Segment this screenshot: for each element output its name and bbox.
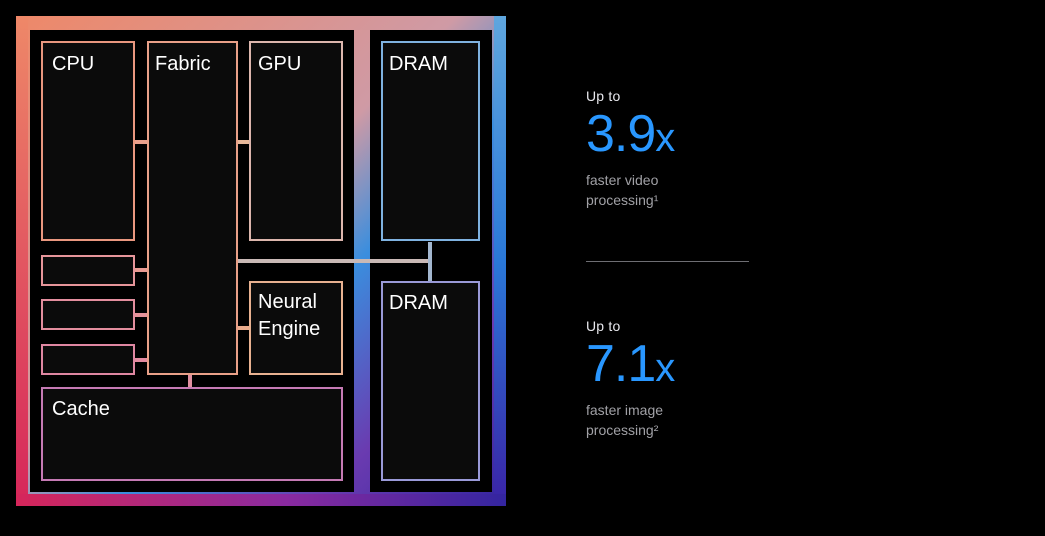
stat-video: Up to 3.9x faster video processing¹ xyxy=(586,88,786,210)
block-cpu: CPU xyxy=(41,41,135,241)
stat-prefix: Up to xyxy=(586,88,621,104)
label-cpu: CPU xyxy=(52,53,94,75)
label-neural-line1: Neural xyxy=(258,291,317,313)
block-small-2 xyxy=(41,299,135,330)
label-neural-line2: Engine xyxy=(258,318,320,340)
stat-image: Up to 7.1x faster image processing² xyxy=(586,318,786,440)
stat-prefix: Up to xyxy=(586,318,621,334)
label-gpu: GPU xyxy=(258,53,301,75)
label-dram-top: DRAM xyxy=(389,53,448,75)
stat-description: faster video processing¹ xyxy=(586,170,786,210)
block-dram-top: DRAM xyxy=(381,41,480,241)
block-cache: Cache xyxy=(41,387,343,481)
stat-unit: x xyxy=(655,346,676,390)
stat-value: 3.9x xyxy=(586,108,786,164)
stat-value: 7.1x xyxy=(586,338,786,394)
block-dram-bottom: DRAM xyxy=(381,281,480,481)
stat-desc-line1: faster video xyxy=(586,172,659,188)
label-dram-bottom: DRAM xyxy=(389,292,448,314)
stat-unit: x xyxy=(655,116,676,160)
block-neural-engine: Neural Engine xyxy=(249,281,343,375)
connectors xyxy=(134,140,432,388)
label-fabric: Fabric xyxy=(155,53,211,75)
block-small-1 xyxy=(41,255,135,286)
block-fabric: Fabric xyxy=(147,41,238,375)
label-cache: Cache xyxy=(52,398,110,420)
stat-desc-line2: processing² xyxy=(586,422,659,438)
stat-desc-line1: faster image xyxy=(586,402,664,418)
block-small-3 xyxy=(41,344,135,375)
stat-number: 3.9 xyxy=(586,105,656,163)
stat-desc-line2: processing¹ xyxy=(586,192,659,208)
divider xyxy=(586,261,749,262)
stat-description: faster image processing² xyxy=(586,400,786,440)
block-gpu: GPU xyxy=(249,41,343,241)
stat-number: 7.1 xyxy=(586,335,656,393)
chip-diagram: CPU Fabric GPU Neural Engine Cache DRAM … xyxy=(16,16,506,506)
